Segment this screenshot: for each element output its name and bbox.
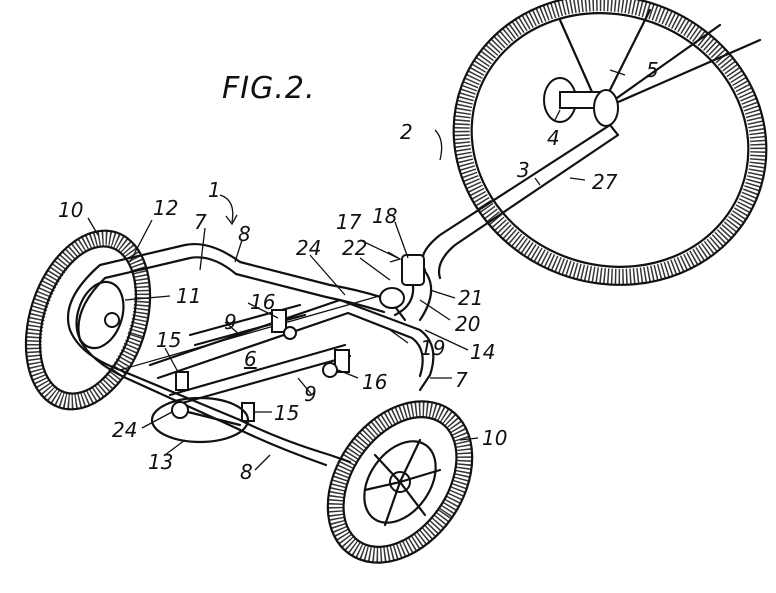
figure-title: FIG.2. [222, 71, 316, 106]
label-13: 13 [148, 450, 174, 474]
label-6: 6 [244, 347, 257, 371]
label-4: 4 [547, 126, 560, 150]
frame-brackets [175, 287, 405, 422]
label-10-left: 10 [58, 198, 84, 222]
label-1: 1 [208, 178, 221, 202]
wheel-hub [543, 77, 619, 127]
label-22: 22 [342, 236, 368, 260]
label-12: 12 [153, 196, 179, 220]
right-wheel [326, 400, 474, 564]
label-7-top: 7 [194, 210, 207, 234]
label-14: 14 [470, 340, 496, 364]
axle-plate [150, 396, 250, 444]
label-5: 5 [646, 58, 659, 82]
label-16-bottom: 16 [362, 370, 388, 394]
label-24-bottom: 24 [112, 418, 138, 442]
label-27: 27 [592, 170, 618, 194]
label-15-right: 15 [274, 401, 300, 425]
label-8-bottom: 8 [240, 460, 253, 484]
left-wheel [24, 229, 152, 411]
label-15-left: 15 [156, 328, 182, 352]
label-9-right: 9 [304, 382, 317, 406]
label-9-left: 9 [224, 310, 237, 334]
label-8-top: 8 [238, 222, 251, 246]
label-17: 17 [336, 210, 362, 234]
label-3: 3 [517, 158, 530, 182]
label-24-top: 24 [296, 236, 322, 260]
label-20: 20 [455, 312, 481, 336]
label-2: 2 [400, 120, 413, 144]
label-10-right: 10 [482, 426, 508, 450]
reference-arrow-1 [219, 194, 238, 226]
label-19: 19 [420, 336, 446, 360]
leader-lines [87, 69, 626, 471]
drawbar [421, 123, 620, 280]
label-16-top: 16 [250, 290, 276, 314]
label-11: 11 [176, 284, 202, 308]
coupling [393, 254, 433, 322]
label-18: 18 [372, 204, 398, 228]
label-21: 21 [458, 286, 484, 310]
bicycle-wheel [452, 0, 768, 286]
label-7-right: 7 [455, 368, 468, 392]
reference-arrow-17 [359, 239, 402, 263]
